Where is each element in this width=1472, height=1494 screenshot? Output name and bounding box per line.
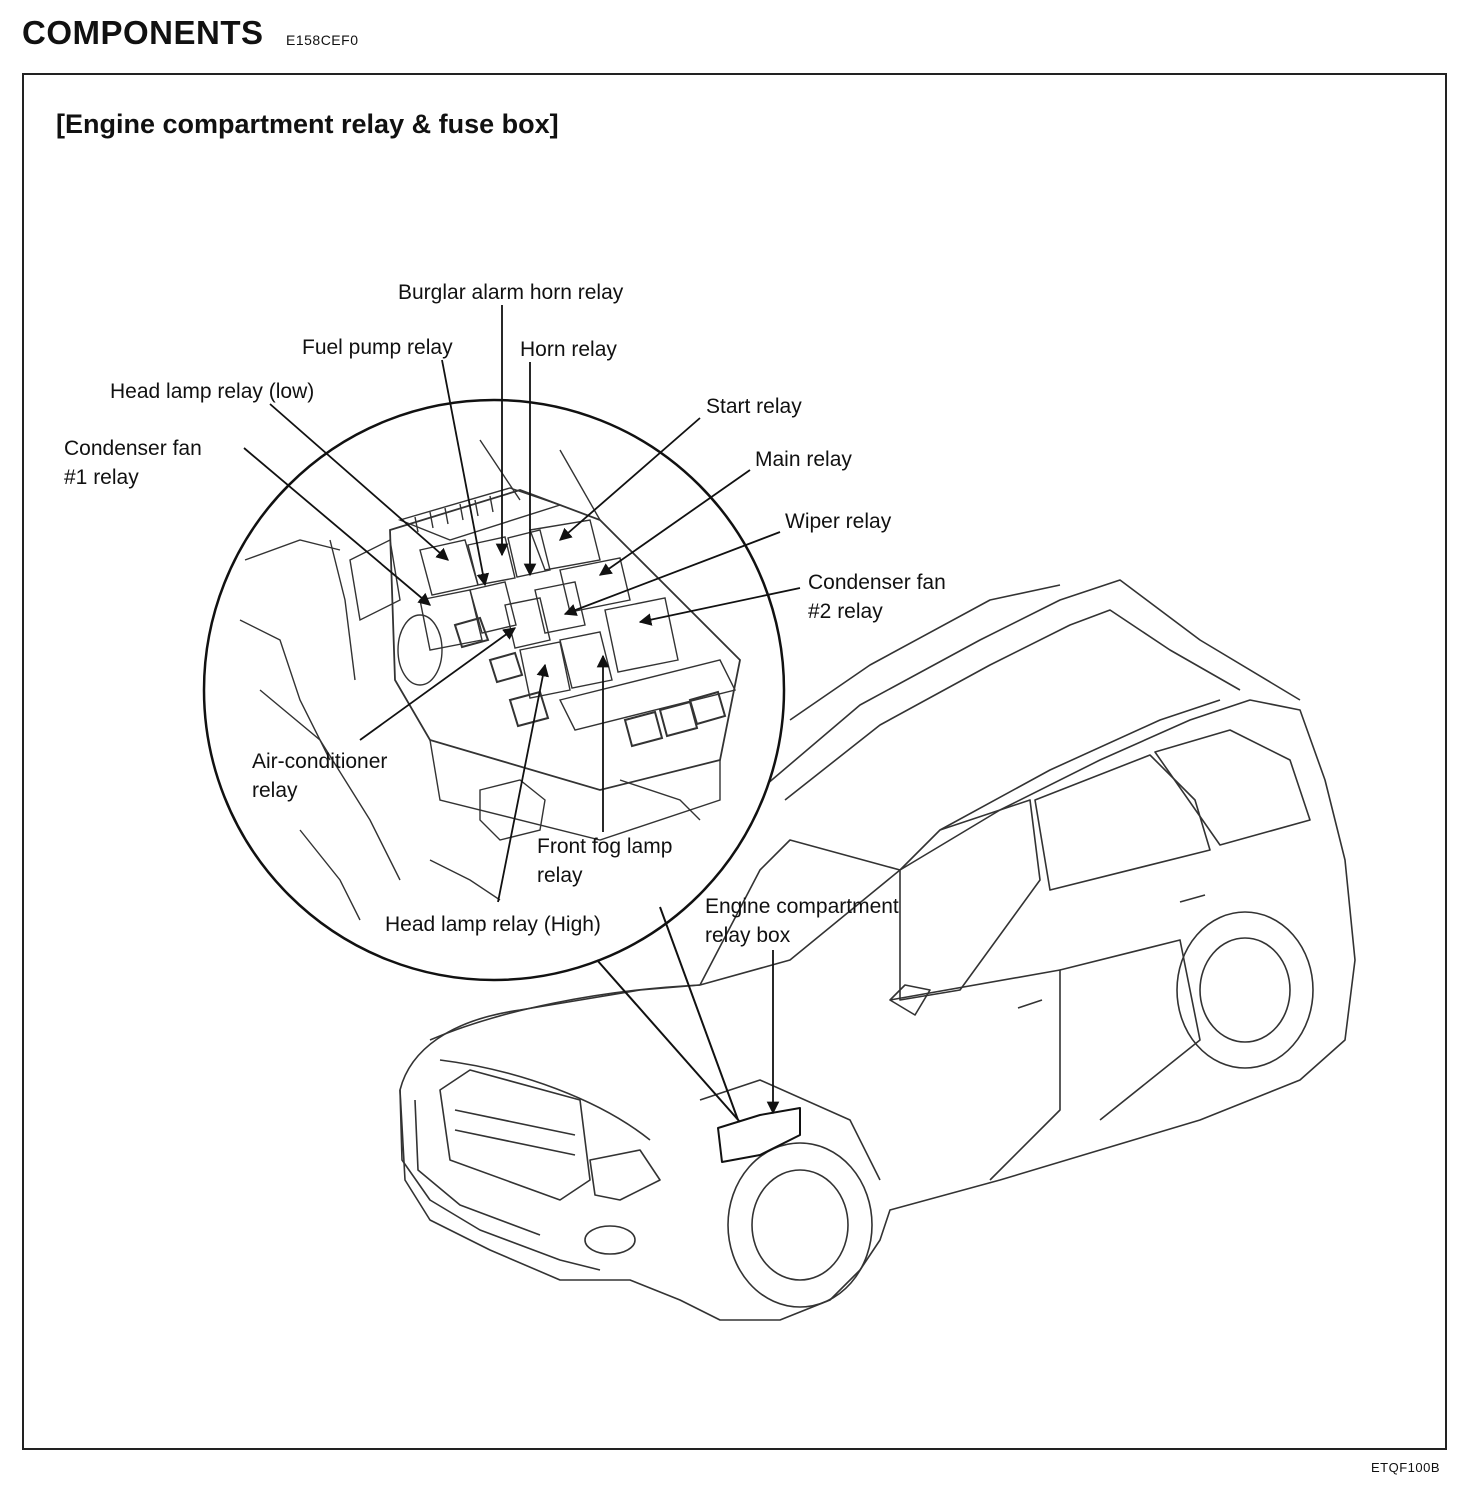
label-line: #1 relay [64,466,139,489]
figure-code: ETQF100B [1370,1460,1440,1475]
figure-frame [22,73,1447,1450]
label-main-relay: Main relay [755,448,852,471]
label-condenser-fan-2-relay: Condenser fan #2 relay [808,568,946,626]
label-line: Air-conditioner [252,750,388,773]
label-horn-relay: Horn relay [520,338,617,361]
page-title: COMPONENTS [22,14,264,51]
label-burglar-alarm-horn-relay: Burglar alarm horn relay [398,281,624,304]
label-line: relay [537,864,583,887]
label-line: relay box [705,924,791,947]
label-line: Condenser fan [64,437,202,460]
relay-box-detail [239,439,741,921]
leader-lines [243,305,801,1115]
figure-subtitle: [Engine compartment relay & fuse box] [56,109,559,139]
label-front-fog-lamp-relay: Front fog lamp relay [537,832,672,890]
label-head-lamp-relay-high: Head lamp relay (High) [385,913,601,936]
label-line: #2 relay [808,600,883,623]
label-engine-compartment-relay-box: Engine compartment relay box [705,892,899,950]
suv-illustration [399,579,1356,1321]
magnifier-callout [202,398,786,1123]
label-fuel-pump-relay: Fuel pump relay [302,336,453,359]
label-line: relay [252,779,298,802]
label-condenser-fan-1-relay: Condenser fan #1 relay [64,434,202,492]
label-wiper-relay: Wiper relay [785,510,892,533]
label-line: Condenser fan [808,571,946,594]
label-head-lamp-relay-low: Head lamp relay (low) [110,380,315,403]
label-air-conditioner-relay: Air-conditioner relay [252,747,387,805]
label-start-relay: Start relay [706,395,802,418]
label-line: Engine compartment [705,895,899,918]
section-code: E158CEF0 [286,32,359,48]
label-line: Front fog lamp [537,835,673,858]
